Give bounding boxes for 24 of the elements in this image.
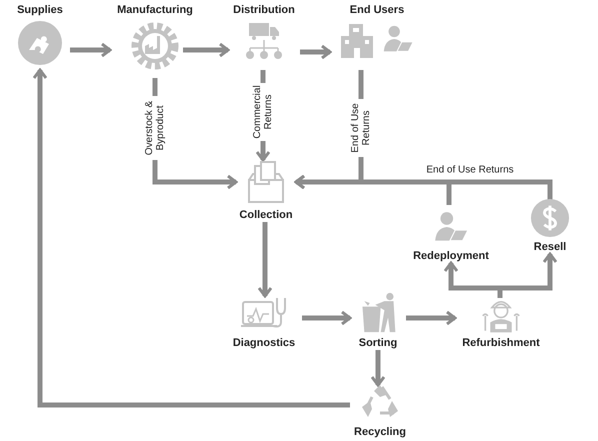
arrow: [258, 222, 272, 298]
step-label: Manufacturing: [117, 4, 193, 17]
step-label: Sorting: [358, 337, 398, 350]
step-label: Diagnostics: [232, 337, 296, 350]
edge-label: Overstock & Byproduct: [144, 96, 166, 160]
arrow: [183, 42, 230, 58]
arrow: [70, 42, 112, 58]
step-label: End Users: [350, 4, 404, 17]
step-label: Supplies: [17, 4, 63, 17]
step-label: Distribution: [233, 4, 295, 17]
edge-label: Commercial Returns: [252, 83, 274, 141]
arrow: [294, 174, 552, 200]
arrow: [32, 68, 350, 408]
arrow: [300, 44, 332, 60]
arrow: [370, 350, 386, 386]
edge-label: End of Use Returns: [350, 99, 372, 157]
step-label: Recycling: [354, 426, 406, 439]
edge-label: End of Use Returns: [425, 164, 515, 176]
step-label: Resell: [534, 241, 566, 254]
arrow: [406, 310, 456, 326]
step-label: Redeployment: [413, 250, 489, 263]
step-label: Refurbishment: [462, 337, 540, 350]
arrow: [302, 310, 352, 326]
step-label: Collection: [239, 209, 293, 222]
